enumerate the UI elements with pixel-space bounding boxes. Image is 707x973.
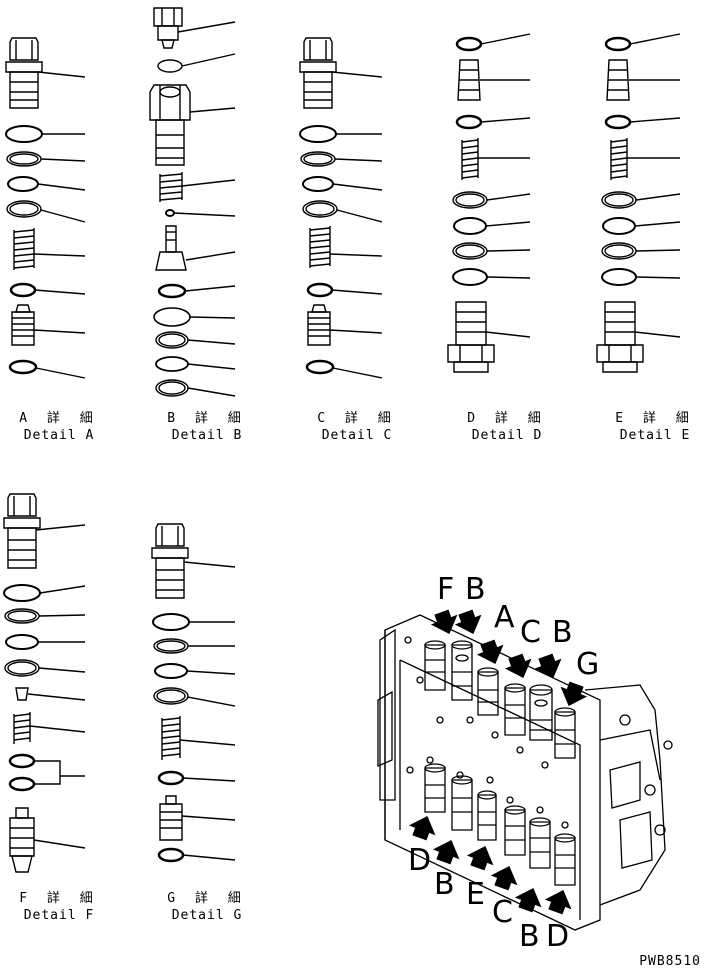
callout-bottom-6: D bbox=[546, 919, 570, 954]
callout-top-6: G bbox=[576, 647, 600, 682]
callout-arrows bbox=[408, 609, 588, 915]
detail-d-parts bbox=[447, 33, 531, 373]
caption-ja: A 詳 細 bbox=[19, 411, 99, 426]
caption-ja: D 詳 細 bbox=[467, 411, 547, 426]
caption-en: Detail A bbox=[23, 428, 95, 443]
drawing-number: PWB8510 bbox=[639, 954, 701, 969]
caption-en: Detail D bbox=[471, 428, 543, 443]
caption-en: Detail F bbox=[23, 908, 95, 923]
callout-top-5: B bbox=[552, 615, 573, 650]
detail-f-parts bbox=[3, 493, 86, 873]
detail-g-parts bbox=[151, 523, 236, 863]
caption-en: Detail E bbox=[619, 428, 691, 443]
caption-detail-e: E 詳 細 Detail E bbox=[610, 410, 700, 444]
caption-detail-g: G 詳 細 Detail G bbox=[162, 890, 252, 924]
caption-ja: E 詳 細 bbox=[615, 411, 695, 426]
caption-detail-f: F 詳 細 Detail F bbox=[14, 890, 104, 924]
caption-en: Detail G bbox=[171, 908, 243, 923]
detail-b-parts bbox=[149, 7, 236, 397]
caption-detail-c: C 詳 細 Detail C bbox=[312, 410, 402, 444]
callout-top-2: B bbox=[465, 572, 486, 607]
caption-en: Detail C bbox=[321, 428, 393, 443]
detail-e-parts bbox=[596, 33, 681, 373]
callout-top-4: C bbox=[520, 615, 541, 650]
callout-bottom-3: E bbox=[466, 877, 485, 912]
caption-ja: F 詳 細 bbox=[19, 891, 99, 906]
caption-ja: G 詳 細 bbox=[167, 891, 247, 906]
caption-detail-b: B 詳 細 Detail B bbox=[162, 410, 252, 444]
callout-bottom-1: D bbox=[408, 843, 432, 878]
caption-en: Detail B bbox=[171, 428, 243, 443]
caption-ja: C 詳 細 bbox=[317, 411, 397, 426]
callout-bottom-5: B bbox=[519, 919, 540, 954]
detail-c-parts bbox=[299, 37, 383, 379]
control-valve-assembly bbox=[377, 614, 673, 931]
callout-top-1: F bbox=[437, 572, 455, 607]
callout-bottom-4: C bbox=[492, 895, 513, 930]
callout-bottom-2: B bbox=[434, 867, 455, 902]
caption-detail-d: D 詳 細 Detail D bbox=[462, 410, 552, 444]
caption-detail-a: A 詳 細 Detail A bbox=[14, 410, 104, 444]
caption-ja: B 詳 細 bbox=[167, 411, 247, 426]
callout-top-3: A bbox=[494, 600, 515, 635]
detail-a-parts bbox=[5, 37, 86, 379]
